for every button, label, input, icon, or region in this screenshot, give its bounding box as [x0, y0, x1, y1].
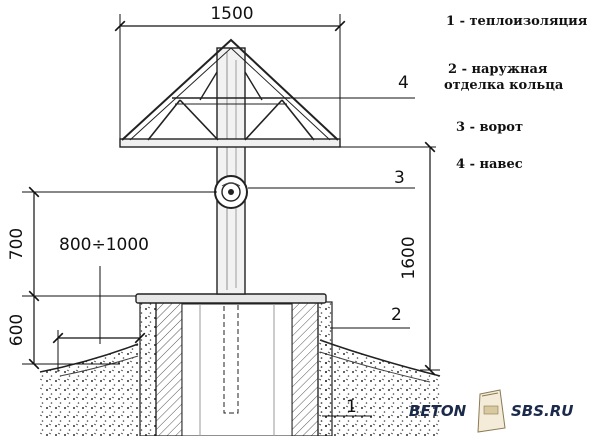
roof-truss: [119, 38, 341, 148]
dimension-label-600: 600: [7, 314, 27, 346]
callout-2: 2: [391, 305, 402, 325]
callout-1: 1: [346, 397, 357, 417]
callouts: 4 3 2 1: [248, 73, 415, 417]
legend-item-3: 3 - ворот: [456, 120, 524, 135]
callout-4: 4: [398, 73, 409, 93]
bag-icon: [477, 389, 506, 433]
dimension-right: 1600: [340, 141, 440, 376]
legend-item-2-line-1: 2 - наружная: [448, 62, 548, 77]
watermark-right: SBS.RU: [511, 402, 574, 420]
legend-item-1: 1 - теплоизоляция: [446, 14, 588, 29]
well-lid: [135, 293, 327, 304]
windlass: [214, 175, 248, 209]
legend-item-4: 4 - навес: [456, 157, 523, 172]
legend-item-2-line-2: отделка кольца: [444, 78, 564, 93]
central-post: [216, 47, 246, 414]
dimension-left: 700 600: [7, 186, 217, 370]
dimension-insulation: 800÷1000: [52, 235, 149, 372]
dimension-label-1500: 1500: [210, 4, 253, 24]
dimension-label-700: 700: [7, 228, 27, 260]
well-ring: [139, 301, 333, 437]
dimension-label-800-1000: 800÷1000: [59, 235, 149, 255]
watermark-left: BETON: [409, 402, 467, 420]
dimension-roof-width: 1500: [114, 4, 346, 139]
dimension-label-1600: 1600: [399, 236, 419, 279]
callout-3: 3: [394, 168, 405, 188]
ground: [39, 339, 441, 436]
